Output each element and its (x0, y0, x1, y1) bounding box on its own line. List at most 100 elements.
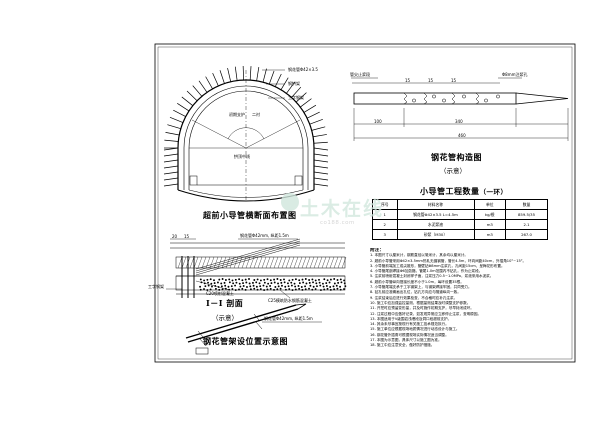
aggregate-dot (291, 278, 294, 281)
aggregate-dot (287, 285, 290, 288)
advance-pipe-mark (280, 77, 289, 90)
angle-arc (227, 127, 265, 140)
slanted-pipe (195, 244, 301, 276)
advance-pipe-mark (303, 104, 317, 113)
aggregate-dot (259, 288, 262, 290)
table-row: 1 钢花管Φ42×3.5 L=4.5m kg/根 859.5/35 (372, 209, 548, 220)
table-cell: 水泥浆液 (396, 219, 475, 230)
aggregate-dot (294, 285, 297, 288)
angle-line-right (245, 119, 301, 149)
aggregate-dot (234, 278, 237, 281)
soil-hatch-line (309, 256, 315, 269)
aggregate-dot (326, 287, 329, 290)
soil-hatch-line (197, 256, 203, 269)
angle-line-left (191, 119, 247, 149)
aggregate-dot (304, 278, 307, 280)
aggregate-dot (273, 288, 275, 291)
advance-pipe-mark (268, 70, 275, 85)
aggregate-dot (325, 282, 328, 285)
aggregate-dot (263, 278, 266, 281)
soil-hatch-line (297, 256, 303, 269)
aggregate-dot (269, 279, 272, 282)
pipe-body (353, 92, 517, 105)
aggregate-dot (290, 284, 293, 287)
grout-holes (412, 94, 500, 103)
aggregate-dot (329, 278, 332, 281)
aggregate-dot (284, 288, 287, 291)
aggregate-dot (246, 286, 248, 288)
grout-hole (432, 94, 436, 99)
advance-pipe-mark (313, 147, 329, 151)
soil-hatch-line (289, 256, 295, 269)
advance-pipe-mark (198, 80, 208, 93)
table-cell: m3 (473, 219, 506, 230)
aggregate-dot (343, 288, 345, 290)
slanted-pipes (195, 238, 301, 276)
aggregate-dot (279, 279, 282, 281)
soil-hatch-line (193, 256, 199, 269)
layout-break-mark (253, 313, 263, 330)
aggregate-dot (263, 281, 266, 284)
note-line: 4. 小导管尾部焊接Φ6加劲箍，管尾1.0m范围内不钻孔，作为止浆段。 (370, 269, 483, 274)
quantity-table-title-suffix: （一环） (479, 188, 508, 196)
note-line: 18. 施工中应注意安全，做好防护措施。 (370, 343, 435, 348)
advance-pipe-mark (173, 109, 186, 117)
aggregate-dot (251, 281, 254, 284)
aggregate-dot (255, 281, 258, 284)
aggregate-dot (273, 278, 276, 281)
table-cell: 3 (372, 229, 398, 240)
aggregate-dot (245, 281, 248, 284)
aggregate-dot (255, 285, 258, 288)
aggregate-dot (318, 278, 320, 281)
aggregate-dot (228, 278, 231, 281)
soil-hatch-line (213, 256, 219, 269)
aggregate-dot (213, 279, 215, 282)
aggregate-dot (224, 284, 227, 287)
watermark-text: 土木在线 (300, 198, 385, 220)
soil-hatch-line (273, 256, 279, 269)
table-header-row: 序号 材料名称 单位 数量 (372, 199, 548, 210)
aggregate-dot (265, 285, 268, 288)
aggregate-dot (267, 282, 270, 285)
aggregate-dot (263, 289, 266, 291)
advance-pipe-mark (291, 86, 302, 98)
aggregate-dot (300, 286, 303, 288)
advance-pipe-mark (192, 85, 203, 97)
aggregate-dot (248, 282, 251, 285)
aggregate-dot (204, 285, 207, 288)
aggregate-dot (207, 284, 210, 287)
soil-hatch-line (341, 256, 347, 269)
aggregate-dot (298, 287, 301, 290)
aggregate-dot (291, 289, 294, 291)
advance-pipe-mark (286, 81, 296, 94)
aggregate-dot (276, 278, 279, 280)
aggregate-dot (333, 282, 336, 285)
leader-line (195, 280, 231, 291)
aggregate-dot (262, 284, 265, 287)
table-cell: m3 (473, 229, 506, 240)
aggregate-dot (218, 278, 221, 281)
pipe-structure-drawing (351, 77, 569, 141)
aggregate-dot (314, 279, 317, 282)
note-line: 2. 超前小导管采用Φ42×3.5mm热轧无缝钢管，管长4.5m，环向间距40c… (370, 258, 527, 263)
aggregate-dot (256, 278, 259, 281)
advance-pipe-mark (219, 70, 225, 84)
aggregate-dot (269, 285, 272, 287)
section-label: C20喷射混凝土 (206, 291, 234, 296)
pipe-break-mark (403, 92, 408, 105)
aggregate-dot (234, 284, 237, 287)
note-line: 17. 本图为示意图，具体尺寸以施工图为准。 (370, 338, 442, 343)
soil-hatch-line (205, 256, 211, 269)
quantity-table-title: 小导管工程数量（一环） (420, 186, 508, 197)
aggregate-dot (336, 279, 339, 281)
aggregate-dot (335, 284, 338, 287)
note-line: 11. 开挖时应预留变形量，并及时施作初期支护，尽早封闭成环。 (370, 306, 474, 311)
advance-pipe-mark (177, 103, 190, 112)
primary-support (183, 85, 309, 190)
soil-band (175, 256, 346, 269)
aggregate-dot (308, 279, 311, 281)
table-cell: 859.5/35 (505, 209, 548, 220)
aggregate-dot (209, 278, 212, 281)
pipe-dim: 15 (405, 78, 411, 83)
section-label: C25模筑防水钢筋混凝土 (268, 298, 312, 303)
